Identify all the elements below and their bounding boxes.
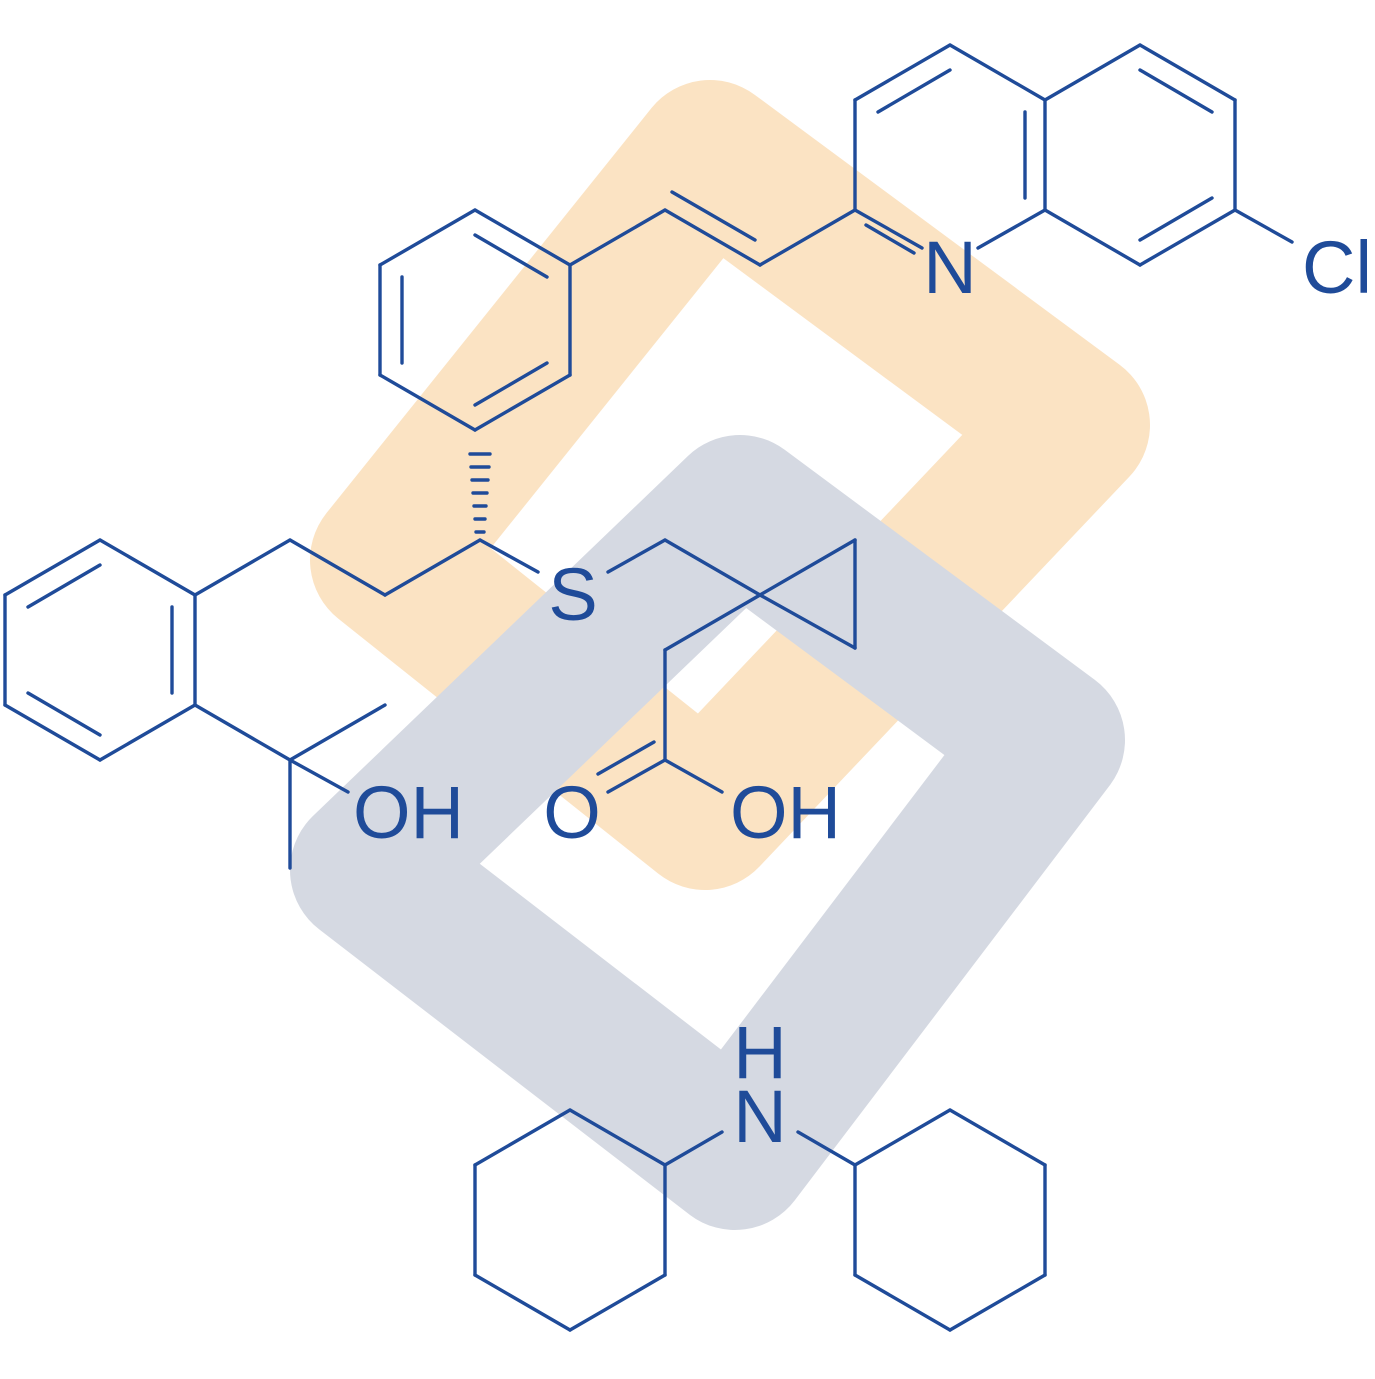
bond xyxy=(288,538,387,597)
bond xyxy=(758,208,857,267)
bond xyxy=(473,208,572,267)
bond xyxy=(288,758,350,794)
bond xyxy=(663,1130,724,1167)
atom-h-amine: H xyxy=(733,1011,786,1094)
bond xyxy=(606,538,667,574)
bond xyxy=(478,538,540,574)
bond xyxy=(193,538,292,597)
bond xyxy=(663,758,724,794)
bond xyxy=(1043,43,1142,102)
bond xyxy=(663,208,762,267)
bond xyxy=(948,1273,1047,1332)
bond xyxy=(473,1273,572,1332)
bond xyxy=(288,703,387,762)
bond xyxy=(1138,208,1237,267)
bond xyxy=(976,208,1047,250)
bond xyxy=(473,233,549,279)
bond xyxy=(853,43,952,102)
bond xyxy=(876,68,952,114)
bond xyxy=(1138,68,1214,114)
bond xyxy=(1138,196,1214,242)
atom-s: S xyxy=(548,553,597,636)
bond xyxy=(568,1273,667,1332)
bond xyxy=(853,1108,952,1167)
bond xyxy=(1233,208,1294,244)
bond xyxy=(948,43,1047,102)
bond xyxy=(473,361,549,407)
watermark-logo-icon xyxy=(290,80,1150,1230)
bond xyxy=(758,593,857,650)
bond xyxy=(864,223,916,255)
bond xyxy=(758,538,857,597)
bond xyxy=(3,703,102,762)
watermark-orange-diamond xyxy=(310,80,1150,890)
bond xyxy=(663,538,762,597)
bond xyxy=(378,208,477,267)
bond xyxy=(606,758,667,794)
atom-cl: Cl xyxy=(1302,226,1372,309)
bond xyxy=(853,1273,952,1332)
bond xyxy=(663,593,762,652)
bond xyxy=(670,190,757,242)
bond xyxy=(98,538,197,597)
atom-oh-acid: OH xyxy=(730,771,841,854)
bond xyxy=(26,563,102,609)
atom-labels: N Cl S OH O OH H N xyxy=(353,226,1372,1158)
bond xyxy=(378,373,477,432)
bond xyxy=(948,1108,1047,1167)
atom-oh-alcohol: OH xyxy=(353,771,464,854)
bond xyxy=(3,538,102,597)
bond xyxy=(193,703,292,762)
hashed-wedge-bond xyxy=(468,452,492,534)
atom-n-amine: N xyxy=(733,1075,786,1158)
bond xyxy=(1138,43,1237,102)
bond xyxy=(853,208,924,250)
bond xyxy=(796,1130,857,1167)
atom-n-quinoline: N xyxy=(923,226,976,309)
bond xyxy=(26,691,102,737)
bonds xyxy=(3,43,1294,1332)
bond xyxy=(568,208,667,267)
bond xyxy=(473,1108,572,1167)
atom-o-carbonyl: O xyxy=(543,771,601,854)
bond xyxy=(568,1108,667,1167)
bond xyxy=(1043,208,1142,267)
bond xyxy=(383,538,482,597)
watermark-gray-diamond xyxy=(290,435,1125,1230)
bond xyxy=(98,703,197,762)
bond xyxy=(473,373,572,432)
bond xyxy=(596,740,656,776)
